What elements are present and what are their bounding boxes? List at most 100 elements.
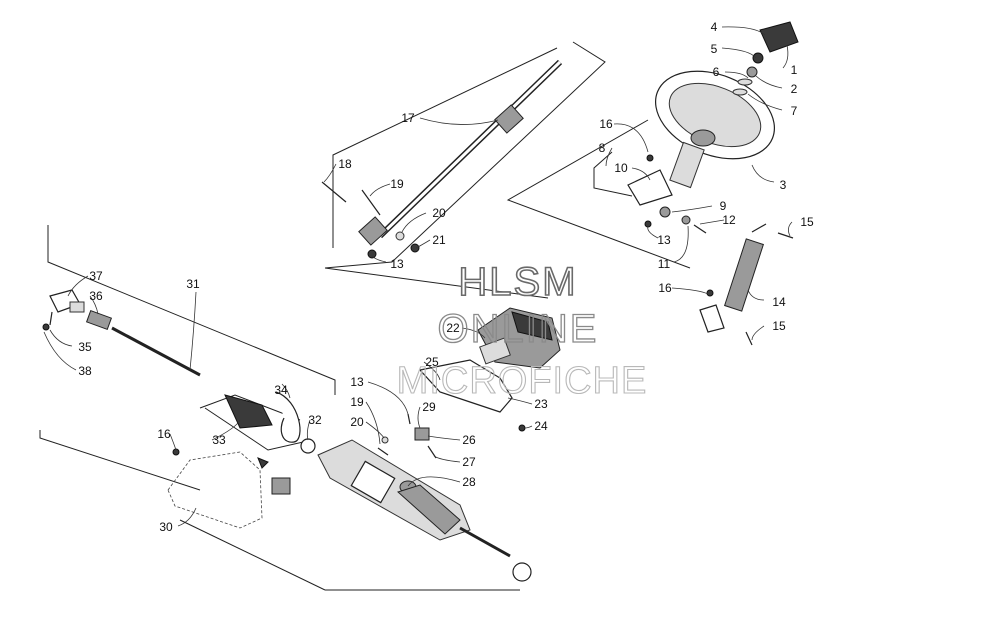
callout-13-shaft: 13 xyxy=(390,257,404,271)
leader-13c xyxy=(367,381,409,415)
leader-27 xyxy=(433,455,461,463)
right-tie-rod xyxy=(459,526,511,558)
steering-wheel-group xyxy=(654,21,799,160)
steering-wheel-cap xyxy=(759,21,799,53)
upper-u-joint xyxy=(494,104,524,134)
intermediate-shaft-group xyxy=(321,59,563,259)
callout-19-rack: 19 xyxy=(350,395,364,409)
column-washer xyxy=(659,206,671,218)
leader-16a xyxy=(613,123,649,153)
leader-15a xyxy=(788,221,793,237)
boot-frame xyxy=(199,394,301,421)
eps-bracket xyxy=(418,359,513,413)
rack-pinion-group xyxy=(317,436,532,582)
callout-3: 3 xyxy=(780,178,787,192)
callout-14: 14 xyxy=(772,295,786,309)
callout-23: 23 xyxy=(534,397,548,411)
callout-4: 4 xyxy=(711,20,718,34)
leader-lines xyxy=(43,26,793,527)
steering-hub xyxy=(690,129,716,147)
shaft-washer-20 xyxy=(395,231,405,241)
hub-spacer xyxy=(732,88,748,96)
leader-19a xyxy=(369,183,391,197)
callout-32: 32 xyxy=(308,413,322,427)
callout-15-bottom: 15 xyxy=(772,319,786,333)
watermark-line-2: ONLINE xyxy=(438,307,599,351)
callout-13-column: 13 xyxy=(657,233,671,247)
left-tie-rod xyxy=(111,326,201,377)
damper-bolt-top xyxy=(777,232,794,239)
leader-14 xyxy=(747,289,765,301)
leader-2 xyxy=(755,75,783,89)
rack-washer-20 xyxy=(381,436,389,444)
damper-washer xyxy=(706,289,714,297)
callout-11: 11 xyxy=(658,257,671,271)
intermediate-shaft-inner xyxy=(378,60,562,238)
rack-bolt-19 xyxy=(377,447,389,456)
leader-13a xyxy=(647,225,659,239)
callout-28: 28 xyxy=(462,475,476,489)
left-stud xyxy=(49,311,53,326)
shaft-frame-bottom xyxy=(324,267,549,299)
shaft-nut-21 xyxy=(410,243,420,253)
callout-24: 24 xyxy=(534,419,548,433)
cap-nut xyxy=(752,52,764,64)
stud-nut xyxy=(42,323,50,331)
right-boot xyxy=(397,484,461,535)
steering-damper-group xyxy=(699,223,794,346)
leader-13b xyxy=(371,255,387,263)
callout-29: 29 xyxy=(422,400,436,414)
leader-17 xyxy=(419,117,499,125)
leader-16c xyxy=(169,433,177,451)
left-tie-rod-group xyxy=(42,289,316,454)
leader-21 xyxy=(415,239,431,249)
shaft-nut-13 xyxy=(367,249,377,259)
column-nut xyxy=(681,215,691,225)
leader-33 xyxy=(211,419,241,441)
callout-26: 26 xyxy=(462,433,476,447)
pinion-housing xyxy=(350,460,396,504)
steering-damper xyxy=(723,238,765,312)
damper-bolt-bottom xyxy=(745,331,753,346)
right-tie-rod-end xyxy=(512,562,532,582)
callout-31: 31 xyxy=(186,277,200,291)
watermark-line-1: HLSM xyxy=(458,260,577,304)
leader-31 xyxy=(189,291,197,371)
shaft-bolt-19 xyxy=(361,189,381,216)
callout-8: 8 xyxy=(599,141,606,155)
callout-10: 10 xyxy=(614,161,628,175)
callout-13-eps: 13 xyxy=(350,375,364,389)
callout-1: 1 xyxy=(791,63,798,77)
leader-3 xyxy=(751,164,775,183)
leader-15b xyxy=(751,325,765,341)
jam-nut xyxy=(69,301,85,313)
leader-16b xyxy=(671,287,709,295)
hub-washer xyxy=(737,78,753,86)
assembly-frames xyxy=(39,41,691,591)
boot-frame-lower xyxy=(204,407,313,451)
boot-clamp-wire xyxy=(275,391,301,443)
bracket-bolt-24 xyxy=(518,424,526,432)
leader-9 xyxy=(671,205,713,213)
callout-30: 30 xyxy=(159,520,173,534)
leader-24 xyxy=(524,425,533,429)
callout-16-skid: 16 xyxy=(157,427,171,441)
pinion-clamp-26 xyxy=(414,427,430,441)
leader-38 xyxy=(43,331,77,371)
skid-plate xyxy=(167,451,263,529)
callout-18: 18 xyxy=(338,157,352,171)
shaft-bolt-18 xyxy=(321,181,347,203)
leader-32 xyxy=(306,419,311,441)
callout-7: 7 xyxy=(791,104,798,118)
leader-5 xyxy=(721,47,757,59)
leader-6 xyxy=(724,71,749,79)
leader-28 xyxy=(407,476,461,487)
leader-8 xyxy=(605,147,613,167)
callout-20-rack: 20 xyxy=(350,415,364,429)
callout-16-damper: 16 xyxy=(658,281,672,295)
leader-23 xyxy=(507,397,533,405)
leader-20a xyxy=(401,212,427,233)
damper-mount xyxy=(751,223,767,233)
leader-11 xyxy=(673,225,689,263)
boot-clamp-ring xyxy=(300,438,316,454)
